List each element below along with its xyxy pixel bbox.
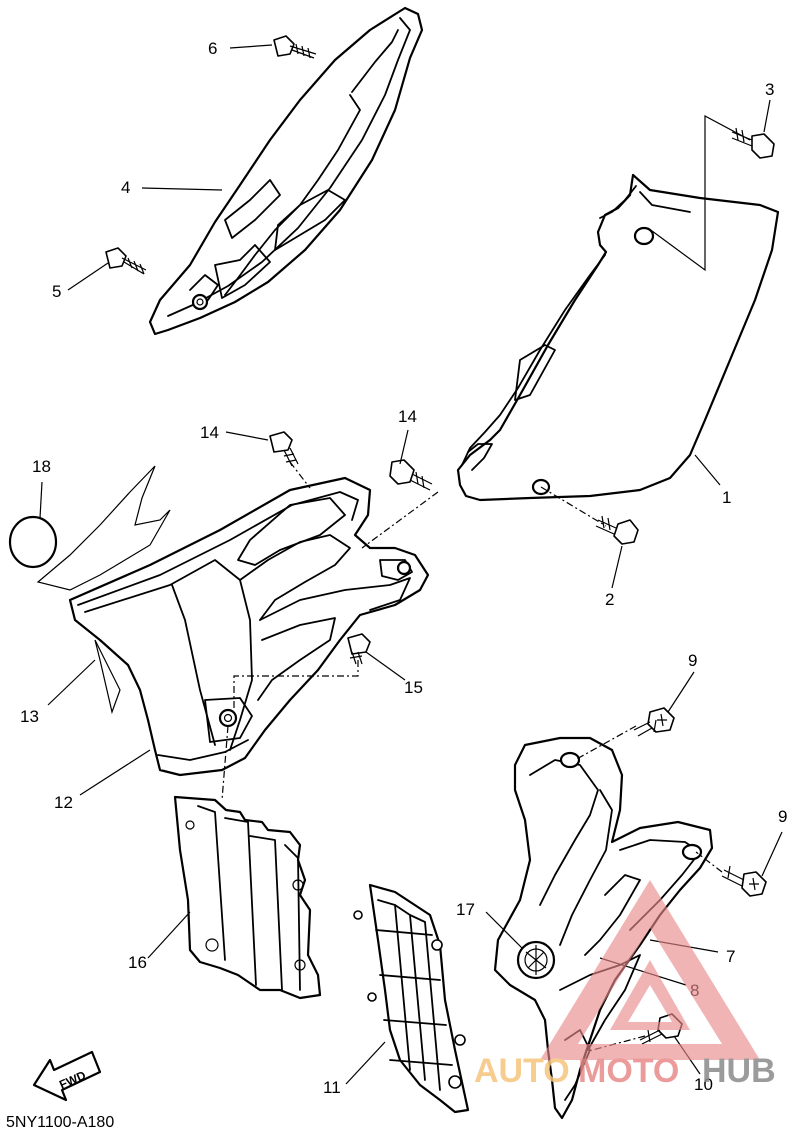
bolt-2 <box>595 515 639 545</box>
part-16-radiator-guard <box>173 795 322 1000</box>
callout-14-right: 14 <box>398 407 417 426</box>
callout-7: 7 <box>726 947 735 966</box>
watermark-moto: MOTO <box>578 1052 679 1090</box>
part-18-emblem <box>8 515 58 569</box>
bolt-15 <box>347 633 371 665</box>
callout-14-left: 14 <box>200 423 219 442</box>
callout-4: 4 <box>121 178 130 197</box>
diagram-code: 5NY1100-A180 <box>6 1114 114 1131</box>
callout-11: 11 <box>323 1078 341 1097</box>
bolt-6 <box>273 35 317 59</box>
callout-10: 10 <box>694 1075 713 1094</box>
callout-1: 1 <box>722 488 731 507</box>
callout-15: 15 <box>404 678 423 697</box>
callout-9-lower: 9 <box>778 807 787 826</box>
callout-5: 5 <box>52 282 61 301</box>
callout-3: 3 <box>765 80 774 99</box>
watermark-hub: HUB <box>702 1052 776 1090</box>
watermark: AUTO MOTO HUB <box>474 880 776 1090</box>
callout-9-upper: 9 <box>688 651 697 670</box>
callout-12: 12 <box>54 793 73 812</box>
bolt-14-left <box>269 431 299 467</box>
callout-17: 17 <box>456 900 475 919</box>
part-1-side-cover <box>456 173 780 502</box>
callout-18: 18 <box>32 457 51 476</box>
bolt-9-lower <box>721 865 767 897</box>
part-12-air-scoop <box>68 476 430 777</box>
part-13-shroud-graphic <box>36 465 171 715</box>
part-11-radiator-louver <box>353 883 470 1114</box>
callout-6: 6 <box>208 39 217 58</box>
part-7-radiator-cover <box>493 736 714 1120</box>
bolt-9-upper <box>633 707 675 737</box>
leader-lines <box>39 44 783 1085</box>
watermark-triangle-logo <box>540 880 760 1060</box>
fwd-arrow: FWD <box>32 1050 102 1102</box>
callout-2: 2 <box>605 590 614 609</box>
part-4-side-cover-upper <box>148 6 424 336</box>
watermark-auto: AUTO <box>474 1052 570 1090</box>
bolt-14-right <box>389 459 433 491</box>
bolt-3 <box>731 127 775 159</box>
bolt-5 <box>105 247 147 275</box>
callout-16: 16 <box>128 953 147 972</box>
callout-13: 13 <box>20 707 39 726</box>
